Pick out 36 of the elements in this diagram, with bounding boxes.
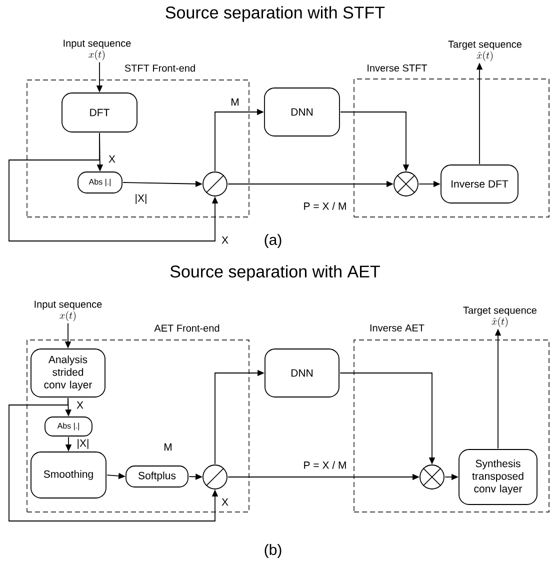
group-heading: STFT Front-end bbox=[124, 64, 195, 72]
panel-label: (a) bbox=[264, 234, 282, 248]
signal-label: Input sequence $x(t)$ bbox=[64, 40, 131, 60]
edge-label: X bbox=[108, 154, 116, 164]
edge-label: P = X / M bbox=[302, 201, 348, 211]
edge-label: X bbox=[220, 497, 230, 507]
group-heading: Inverse STFT bbox=[368, 64, 428, 72]
process-box: Analysis strided conv layer bbox=[30, 348, 106, 398]
process-box: Abs |.| bbox=[44, 416, 92, 436]
edge-label: M bbox=[162, 442, 174, 452]
group-heading: Inverse AET bbox=[370, 324, 424, 332]
divide-symbol bbox=[202, 464, 228, 490]
edge-label: X bbox=[220, 235, 230, 245]
edge-label: |X| bbox=[134, 193, 148, 205]
panel-title: Source separation with AET bbox=[170, 265, 380, 281]
process-box: Softplus bbox=[126, 466, 188, 488]
process-box: Inverse DFT bbox=[440, 164, 518, 204]
edge-label: |X| bbox=[76, 438, 90, 450]
process-box: Synthesis transposed conv layer bbox=[458, 449, 538, 505]
process-box: DNN bbox=[264, 88, 340, 136]
process-box: Abs |.| bbox=[78, 172, 122, 194]
panel-title: Source separation with STFT bbox=[166, 6, 385, 22]
divide-symbol bbox=[202, 172, 228, 196]
signal-label: Input sequence $x(t)$ bbox=[34, 300, 102, 322]
signal-label: Target sequence $\hat{x}(t)$ bbox=[463, 306, 536, 328]
group-heading: AET Front-end bbox=[154, 324, 220, 332]
process-box: DNN bbox=[264, 348, 340, 398]
edge-label: M bbox=[230, 97, 240, 107]
multiply-symbol bbox=[420, 464, 444, 490]
process-box: DFT bbox=[62, 92, 138, 132]
edge-label: P = X / M bbox=[302, 460, 348, 470]
process-box: Smoothing bbox=[30, 452, 106, 498]
signal-label: Target sequence $\hat{x}(t)$ bbox=[448, 40, 522, 62]
panel-label: (b) bbox=[264, 544, 282, 558]
multiply-symbol bbox=[394, 172, 418, 196]
edge-label: X bbox=[76, 400, 84, 410]
